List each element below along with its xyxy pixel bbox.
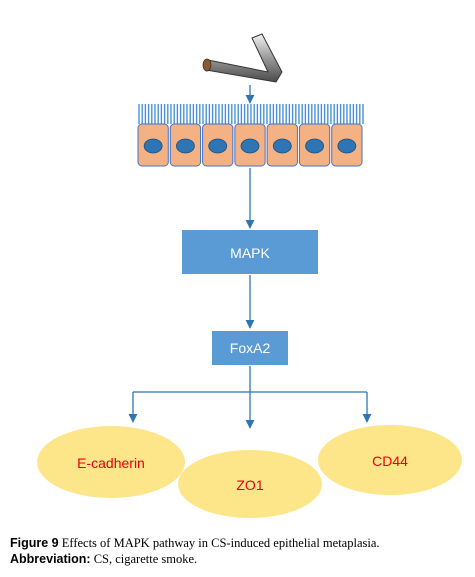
caption-line-2: Abbreviation: CS, cigarette smoke. <box>10 551 470 567</box>
abbreviation-label: Abbreviation: <box>10 552 91 566</box>
foxa2-label: FoxA2 <box>230 340 271 356</box>
cd44-node: CD44 <box>318 425 462 495</box>
zo1-node: ZO1 <box>178 450 322 518</box>
mapk-label: MAPK <box>230 245 270 261</box>
cell-nucleus <box>176 138 195 154</box>
mapk-node: MAPK <box>182 230 318 274</box>
cell-nucleus <box>143 138 163 154</box>
ecadherin-label: E-cadherin <box>77 455 145 471</box>
caption-line-1: Figure 9 Effects of MAPK pathway in CS-i… <box>10 535 470 551</box>
cigarette-icon <box>202 33 283 83</box>
cell-nucleus <box>208 138 228 154</box>
cell-nucleus <box>337 138 357 154</box>
cell-nucleus <box>305 138 324 154</box>
epithelial-cells-icon <box>137 104 364 167</box>
abbreviation-text: CS, cigarette smoke. <box>93 552 198 566</box>
cd44-label: CD44 <box>372 453 408 469</box>
cell-nucleus <box>272 138 292 154</box>
figure-label: Figure 9 <box>10 536 59 550</box>
branch-arrows <box>128 366 372 429</box>
foxa2-node: FoxA2 <box>212 331 288 365</box>
pathway-diagram: MAPK FoxA2 E-cadherin ZO1 CD44 <box>37 33 462 518</box>
figure-text: Effects of MAPK pathway in CS-induced ep… <box>61 536 380 550</box>
cell-nucleus <box>240 138 260 154</box>
zo1-label: ZO1 <box>236 477 263 493</box>
figure-caption: Figure 9 Effects of MAPK pathway in CS-i… <box>10 535 470 567</box>
ecadherin-node: E-cadherin <box>37 426 185 498</box>
